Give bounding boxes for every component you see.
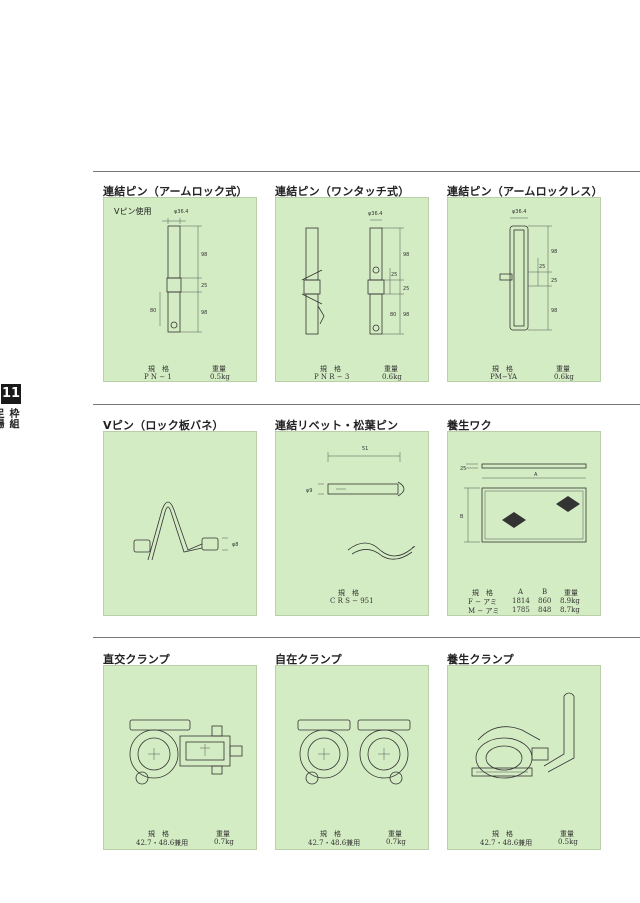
- rivet-drawing: 51 φ9: [306, 446, 415, 560]
- spec-header-weight: 重量: [564, 589, 578, 597]
- spec-label: PM−YA: [490, 373, 517, 381]
- spec-weight: 0.7kg: [214, 838, 234, 846]
- item-card-vpin: φ8: [103, 431, 257, 616]
- dim-label: 80: [390, 312, 396, 318]
- item-title: 連結ピン（アームロック式）: [103, 185, 248, 198]
- spec-header-weight: 重量: [216, 830, 230, 838]
- dim-label: 25: [551, 278, 557, 284]
- frame-drawing: 25 A B: [460, 463, 587, 543]
- dim-label: φ36.4: [368, 211, 382, 217]
- item-title: 養生ワク: [447, 419, 492, 432]
- spec-header-label: 規 格: [492, 830, 513, 838]
- spec-label: 42.7・48.6兼用: [480, 839, 533, 847]
- item-card-youjou-clamp: 規 格 重量 42.7・48.6兼用 0.5kg: [447, 665, 601, 850]
- divider: [93, 637, 640, 638]
- dim-label: 98: [201, 310, 207, 316]
- spec-header-b: B: [542, 588, 548, 596]
- item-card-pmya: φ36.4 98 25 25 98 規 格 重量 PM−YA 0.6kg: [447, 197, 601, 382]
- dim-label: φ36.4: [174, 209, 188, 215]
- item-title: 連結ピン（アームロックレス）: [447, 185, 603, 198]
- spec-b: 848: [538, 606, 552, 614]
- spec-weight: 8.7kg: [560, 606, 580, 614]
- spec-header-weight: 重量: [388, 830, 402, 838]
- spec-label: C R S − 951: [330, 597, 374, 605]
- spec-label: P N − 1: [144, 373, 172, 381]
- divider: [93, 171, 640, 172]
- dim-label: φ36.4: [512, 209, 526, 215]
- section-number: 11: [1, 384, 21, 404]
- spec-weight: 0.7kg: [386, 838, 406, 846]
- dim-label: φ8: [232, 542, 238, 548]
- spec-header-label: 規 格: [338, 589, 359, 597]
- dim-label: A: [534, 472, 538, 478]
- spec-header-label: 規 格: [492, 365, 513, 373]
- pin-drawing: φ36.4 98 25 25 80 98: [301, 211, 409, 335]
- spec-header-label: 規 格: [320, 365, 341, 373]
- spec-b: 860: [538, 597, 552, 605]
- spec-weight: 0.5kg: [210, 373, 230, 381]
- pin-drawing: φ36.4 98 25 80 98: [150, 209, 207, 333]
- section-title: 枠組足場部材表 インチ・メーター共通部材: [0, 408, 18, 429]
- item-card-crs951: 51 φ9 規 格 C R S − 951: [275, 431, 429, 616]
- dim-label: 25: [403, 286, 409, 292]
- clamp-drawing: [471, 692, 575, 779]
- item-tag: Vピン使用: [114, 207, 152, 216]
- spec-label: M − アミ: [468, 607, 500, 615]
- spec-weight: 0.6kg: [382, 373, 402, 381]
- dim-label: 25: [391, 272, 397, 278]
- clamp-drawing: [297, 719, 411, 785]
- item-card-pn1: Vピン使用 φ36.4 98 25 80 98 規 格 重量 P N − 1 0…: [103, 197, 257, 382]
- divider: [93, 404, 640, 405]
- spec-header-label: 規 格: [148, 365, 169, 373]
- spec-header-label: 規 格: [320, 830, 341, 838]
- spec-header-weight: 重量: [212, 365, 226, 373]
- dim-label: 80: [150, 308, 156, 314]
- spec-header-weight: 重量: [560, 830, 574, 838]
- dim-label: B: [460, 514, 464, 520]
- dim-label: 98: [551, 308, 557, 314]
- spec-header-a: A: [518, 588, 524, 596]
- dim-label: 25: [201, 283, 207, 289]
- item-card-youjouwaku: 25 A B 規 格 A B 重量 F − アミ 1814 860 8.9kg …: [447, 431, 601, 616]
- pin-drawing: φ36.4 98 25 25 98: [499, 209, 557, 331]
- spec-header-label: 規 格: [148, 830, 169, 838]
- spec-a: 1814: [512, 597, 530, 605]
- spec-header-weight: 重量: [384, 365, 398, 373]
- item-title: Vピン（ロック板バネ）: [103, 419, 224, 432]
- dim-label: 98: [403, 312, 409, 318]
- spec-label: 42.7・48.6兼用: [308, 839, 361, 847]
- dim-label: 98: [403, 252, 409, 258]
- dim-label: 98: [201, 252, 207, 258]
- spec-label: 42.7・48.6兼用: [136, 839, 189, 847]
- item-title: 連結ピン（ワンタッチ式）: [275, 185, 410, 198]
- spec-weight: 0.6kg: [554, 373, 574, 381]
- spec-a: 1785: [512, 606, 530, 614]
- clamp-drawing: [129, 719, 243, 785]
- spec-label: P N R − 3: [314, 373, 350, 381]
- item-card-chokkou-clamp: 規 格 重量 42.7・48.6兼用 0.7kg: [103, 665, 257, 850]
- spec-label: F − アミ: [468, 598, 498, 606]
- item-card-jizai-clamp: 規 格 重量 42.7・48.6兼用 0.7kg: [275, 665, 429, 850]
- dim-label: 25: [460, 466, 466, 472]
- spec-weight: 8.9kg: [560, 597, 580, 605]
- spec-weight: 0.5kg: [558, 838, 578, 846]
- item-title: 養生クランプ: [447, 653, 514, 666]
- item-title: 連結リベット・松葉ピン: [275, 419, 399, 432]
- item-title: 直交クランプ: [103, 653, 170, 666]
- spec-header-label: 規 格: [472, 589, 493, 597]
- item-title: 自在クランプ: [275, 653, 342, 666]
- dim-label: 51: [362, 446, 368, 452]
- dim-label: 25: [539, 264, 545, 270]
- item-card-pnr3: φ36.4 98 25 25 80 98 規 格 重量 P N R − 3 0.…: [275, 197, 429, 382]
- spec-header-weight: 重量: [556, 365, 570, 373]
- dim-label: 98: [551, 249, 557, 255]
- dim-label: φ9: [306, 488, 312, 494]
- vpin-drawing: φ8: [133, 501, 238, 561]
